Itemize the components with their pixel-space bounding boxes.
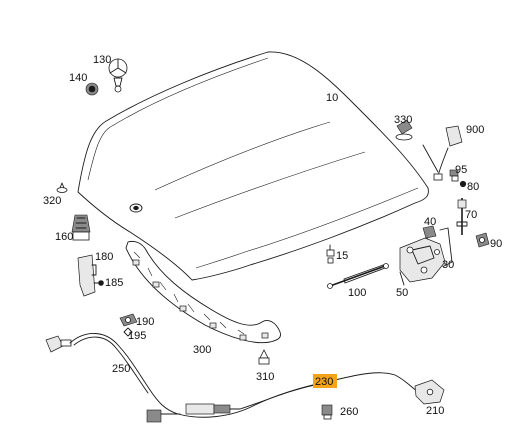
bowden-cable-250 <box>69 333 179 415</box>
star-emblem <box>108 58 128 93</box>
rubber-buffer <box>71 214 91 241</box>
label-50[interactable]: 50 <box>396 287 408 299</box>
label-310[interactable]: 310 <box>256 371 274 383</box>
cable-connector-center <box>146 403 241 423</box>
emblem-ring <box>85 82 99 96</box>
label-30[interactable]: 30 <box>442 259 454 271</box>
label-210[interactable]: 210 <box>426 405 444 417</box>
label-180[interactable]: 180 <box>95 251 113 263</box>
label-195[interactable]: 195 <box>128 330 146 342</box>
buffer-90 <box>475 232 490 248</box>
clip-80 <box>459 180 467 188</box>
label-320[interactable]: 320 <box>43 195 61 207</box>
label-300[interactable]: 300 <box>193 344 211 356</box>
label-190[interactable]: 190 <box>136 316 154 328</box>
washer-nozzle <box>119 313 138 337</box>
label-90[interactable]: 90 <box>490 238 502 250</box>
rubber-stop <box>395 119 413 141</box>
label-95[interactable]: 95 <box>455 164 467 176</box>
label-260[interactable]: 260 <box>340 406 358 418</box>
label-80[interactable]: 80 <box>467 181 479 193</box>
label-10[interactable]: 10 <box>326 92 338 104</box>
gas-strut <box>327 263 389 289</box>
label-900[interactable]: 900 <box>466 124 484 136</box>
clip-260 <box>321 404 333 420</box>
clip-310 <box>258 349 270 365</box>
label-330[interactable]: 330 <box>394 114 412 126</box>
label-15[interactable]: 15 <box>336 250 348 262</box>
label-160[interactable]: 160 <box>55 231 73 243</box>
clip-15 <box>326 244 335 264</box>
cable-end-210 <box>414 379 445 405</box>
release-handle <box>45 335 72 353</box>
label-140[interactable]: 140 <box>69 72 87 84</box>
label-185[interactable]: 185 <box>105 277 123 289</box>
clip-320 <box>56 182 68 193</box>
hood-sensor <box>422 125 463 181</box>
bracket-left <box>77 254 104 297</box>
label-250[interactable]: 250 <box>112 363 130 375</box>
hood-panel <box>77 51 429 281</box>
label-100[interactable]: 100 <box>348 287 366 299</box>
label-230[interactable]: 230 <box>315 376 333 388</box>
hood-underliner <box>125 240 281 344</box>
hood-latch <box>399 227 453 286</box>
hood-catch-pin <box>456 198 468 235</box>
label-130[interactable]: 130 <box>93 54 111 66</box>
label-70[interactable]: 70 <box>465 209 477 221</box>
clip-95 <box>449 169 459 182</box>
part-230-highlight <box>313 374 337 388</box>
label-40[interactable]: 40 <box>424 216 436 228</box>
